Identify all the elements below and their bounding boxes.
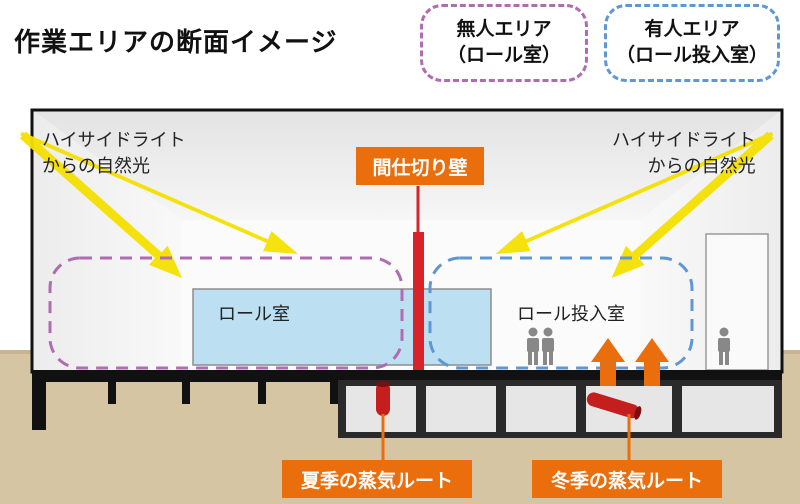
floor-joist	[182, 380, 190, 404]
summer-steam-route-label: 夏季の蒸気ルート	[282, 460, 472, 498]
legend-unmanned-subtitle: （ロール室）	[446, 44, 561, 66]
legend-manned-title: 有人エリア	[644, 18, 740, 41]
steam-up-arrow	[591, 338, 625, 386]
roll-room-box	[192, 288, 492, 366]
door	[705, 233, 769, 371]
legend-manned-area: 有人エリア （ロール投入室）	[604, 4, 780, 82]
partition-wall-label: 間仕切り壁	[356, 147, 484, 185]
worker-figure	[542, 327, 554, 365]
natural-light-label-left-line2: からの自然光	[42, 156, 150, 178]
roll-room-label: ロール室	[218, 304, 290, 325]
natural-light-label-right: ハイサイドライト からの自然光	[612, 128, 756, 180]
pit-cell	[506, 386, 576, 432]
winter-steam-route-label: 冬季の蒸気ルート	[532, 460, 722, 498]
pit-cell	[426, 386, 496, 432]
legend-unmanned-area: 無人エリア （ロール室）	[420, 4, 588, 82]
natural-light-label-right-line2: からの自然光	[647, 156, 756, 178]
legend-unmanned-title: 無人エリア	[456, 18, 552, 41]
worker-figure	[527, 327, 539, 365]
summer-steam-pipe-end	[376, 381, 390, 387]
pit-cell	[682, 386, 774, 432]
roll-input-room-label: ロール投入室	[517, 304, 625, 325]
left-wall-footing	[32, 372, 46, 430]
sunlight-arrow	[19, 131, 182, 278]
summer-steam-pipe	[376, 382, 390, 416]
sunlight-arrow	[495, 131, 774, 254]
sunlight-arrow	[611, 131, 774, 278]
worker-figure	[718, 327, 730, 365]
winter-steam-pipe-end	[634, 406, 642, 420]
floor-joist	[108, 380, 116, 404]
unmanned-zone-outline	[48, 256, 404, 370]
steam-up-arrow	[635, 338, 669, 386]
floor-joist	[330, 380, 338, 404]
floor-slab	[32, 370, 782, 382]
partition-wall	[413, 232, 424, 370]
manned-zone-outline	[428, 256, 694, 370]
legend-manned-subtitle: （ロール投入室）	[615, 44, 768, 66]
winter-steam-pipe	[586, 392, 640, 419]
natural-light-label-left: ハイサイドライト からの自然光	[42, 128, 186, 180]
floor-joist	[258, 380, 266, 404]
sunlight-arrow	[20, 131, 298, 254]
natural-light-label-left-line1: ハイサイドライト	[42, 130, 186, 151]
page-title: 作業エリアの断面イメージ	[14, 28, 338, 58]
natural-light-label-right-line1: ハイサイドライト	[612, 130, 756, 151]
